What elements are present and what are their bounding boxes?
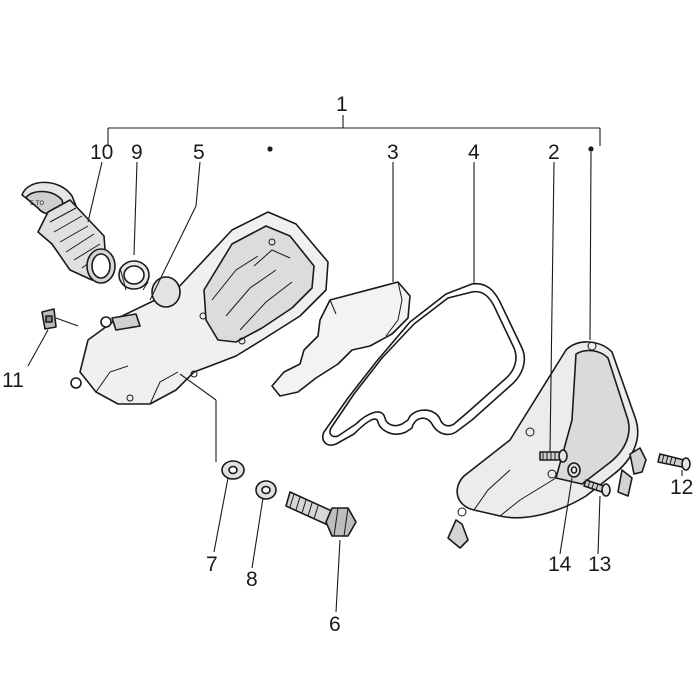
screw-part-13 [583, 479, 611, 497]
callout-8: 8 [246, 568, 258, 591]
callout-11: 11 [2, 369, 24, 392]
bolt-part-6 [285, 491, 357, 537]
assembly-bracket [107, 115, 601, 152]
callout-4: 4 [468, 141, 480, 164]
hose-clamp [86, 248, 150, 291]
callout-7: 7 [206, 553, 218, 576]
callout-3: 3 [387, 141, 399, 164]
washer-part-7 [221, 460, 245, 480]
clip-part [41, 308, 57, 330]
svg-text:E.TO: E.TO [30, 200, 44, 207]
callout-12: 12 [670, 476, 693, 499]
washer-part-14 [567, 462, 581, 478]
callout-labels: 1 10 9 5 3 4 2 11 12 7 8 6 14 13 [2, 93, 693, 636]
washer-part-8 [255, 480, 277, 500]
filter-cover [447, 341, 647, 549]
filter-element [271, 281, 411, 397]
callout-14: 14 [548, 553, 572, 576]
screw-part-2 [539, 449, 568, 463]
callout-9: 9 [131, 141, 143, 164]
screw-part-12 [657, 453, 691, 471]
filter-housing [70, 211, 329, 405]
leader-lines [27, 151, 683, 613]
gasket-seal [321, 282, 526, 446]
callout-6: 6 [329, 613, 341, 636]
callout-13: 13 [588, 553, 611, 576]
callout-10: 10 [90, 141, 113, 164]
callout-1: 1 [336, 93, 348, 116]
callout-2: 2 [548, 141, 560, 164]
callout-5: 5 [193, 141, 205, 164]
